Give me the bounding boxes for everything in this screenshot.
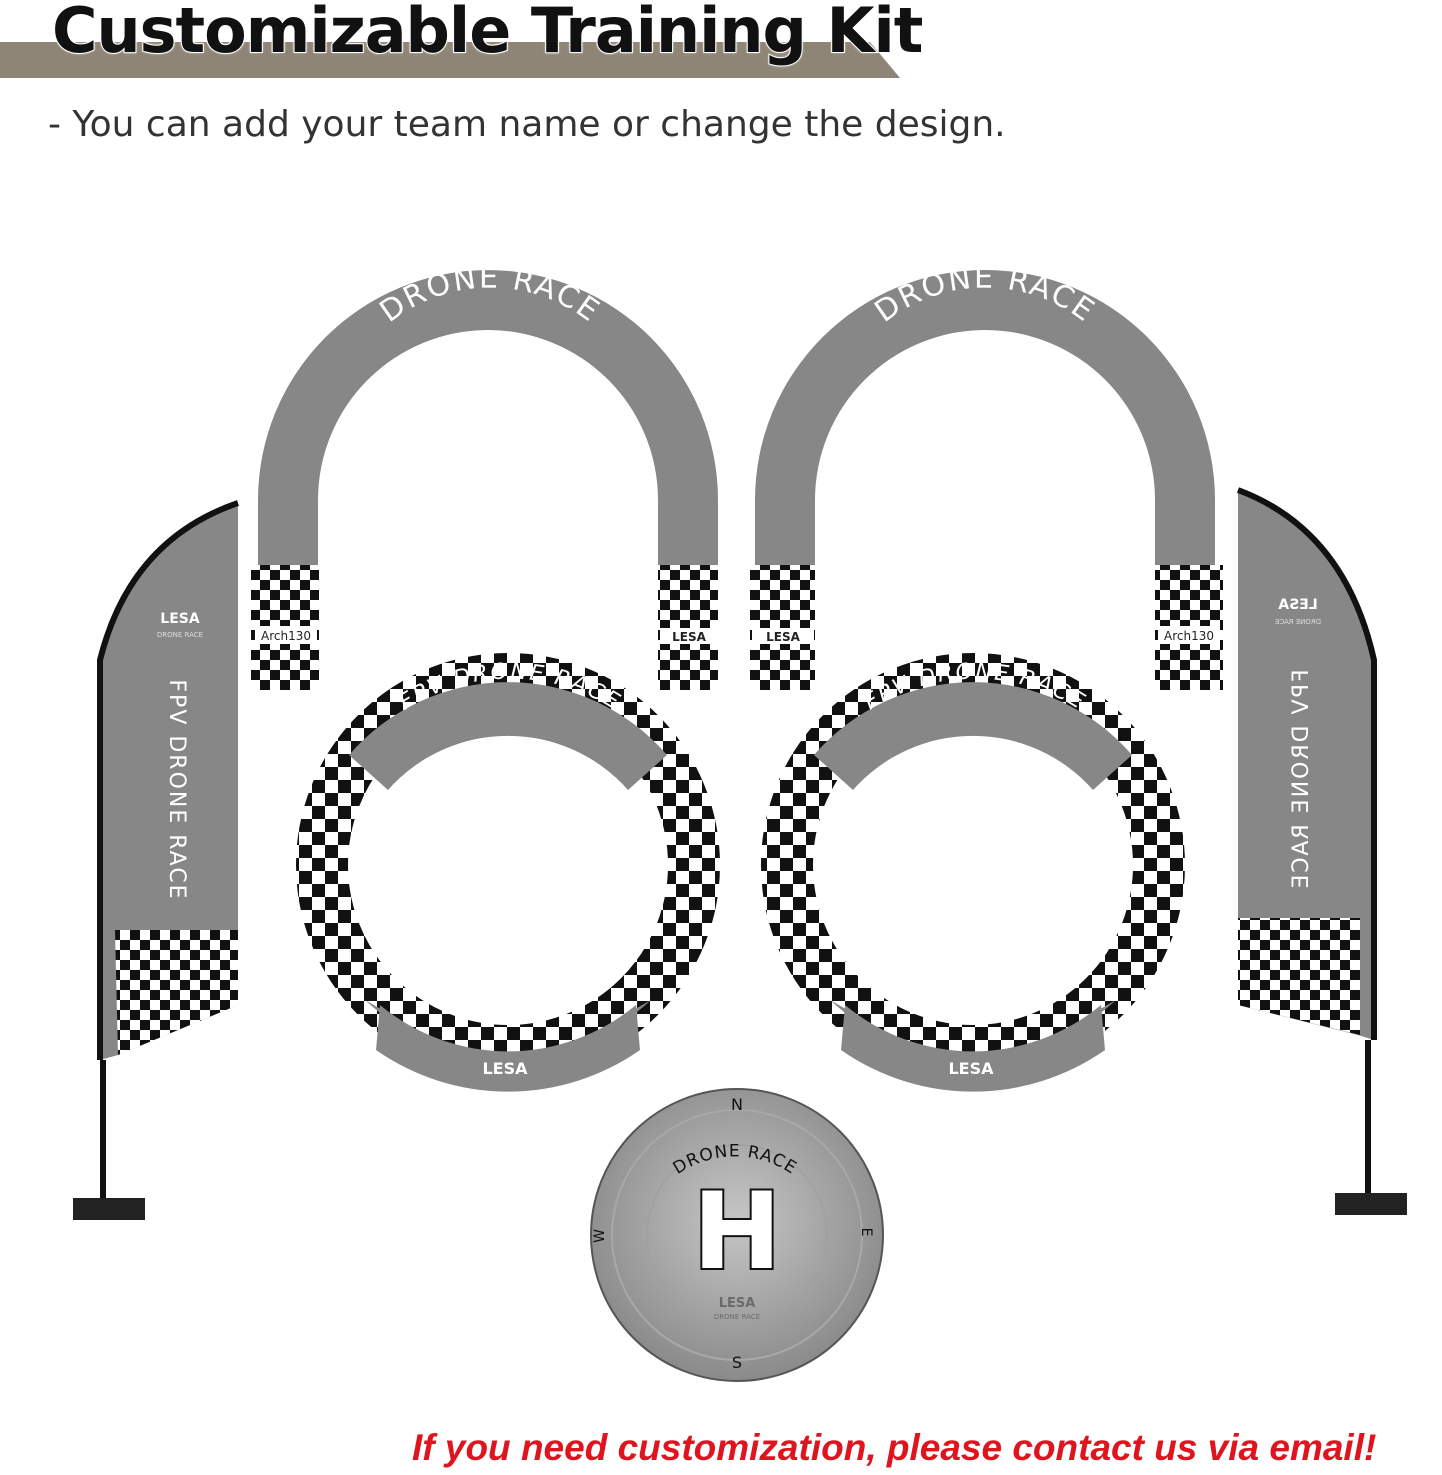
arch-left-brand: LESA: [672, 630, 706, 644]
compass-w: W: [592, 1229, 608, 1243]
flag-right-sub: DRONE RACE: [1275, 618, 1321, 626]
flag-left-brand: LESA: [160, 611, 200, 627]
arch-left: Arch130 LESA DRONE RACE: [251, 261, 718, 690]
customization-note: If you need customization, please contac…: [412, 1427, 1377, 1468]
arch-right-model: Arch130: [1164, 629, 1214, 643]
arch-right-brand: LESA: [766, 630, 800, 644]
ring-left-brand: LESA: [482, 1059, 528, 1078]
compass-n: N: [731, 1095, 743, 1114]
flag-left: LESA DRONE RACE FPV DRONE RACE: [73, 500, 239, 1220]
landing-pad-sub: DRONE RACE: [714, 1313, 760, 1321]
arch-left-model: Arch130: [261, 629, 311, 643]
page-subtitle: - You can add your team name or change t…: [48, 104, 1006, 145]
landing-pad-brand: LESA: [719, 1296, 756, 1311]
ring-right-brand: LESA: [948, 1059, 994, 1078]
flag-right: LESA DRONE RACE FPV DRONE RACE: [1236, 487, 1407, 1215]
flag-right-brand: LESA: [1278, 597, 1318, 613]
flag-left-sub: DRONE RACE: [157, 631, 203, 639]
landing-pad: N S E W DRONE RACE H LESA DRONE RACE: [590, 1088, 884, 1382]
ring-right: FPV DRONE RACE LESA: [761, 653, 1185, 1092]
flag-left-vertical-text: FPV DRONE RACE: [164, 679, 189, 900]
compass-s: S: [732, 1353, 742, 1372]
arch-right: LESA Arch130 DRONE RACE: [750, 261, 1223, 690]
compass-e: E: [858, 1228, 874, 1237]
title-bar: [0, 42, 900, 78]
landing-pad-letter: H: [693, 1170, 782, 1293]
flag-right-vertical-text: FPV DRONE RACE: [1289, 669, 1314, 890]
ring-left: FPV DRONE RACE LESA: [296, 653, 720, 1092]
page-title: Customizable Training Kit: [51, 0, 924, 68]
